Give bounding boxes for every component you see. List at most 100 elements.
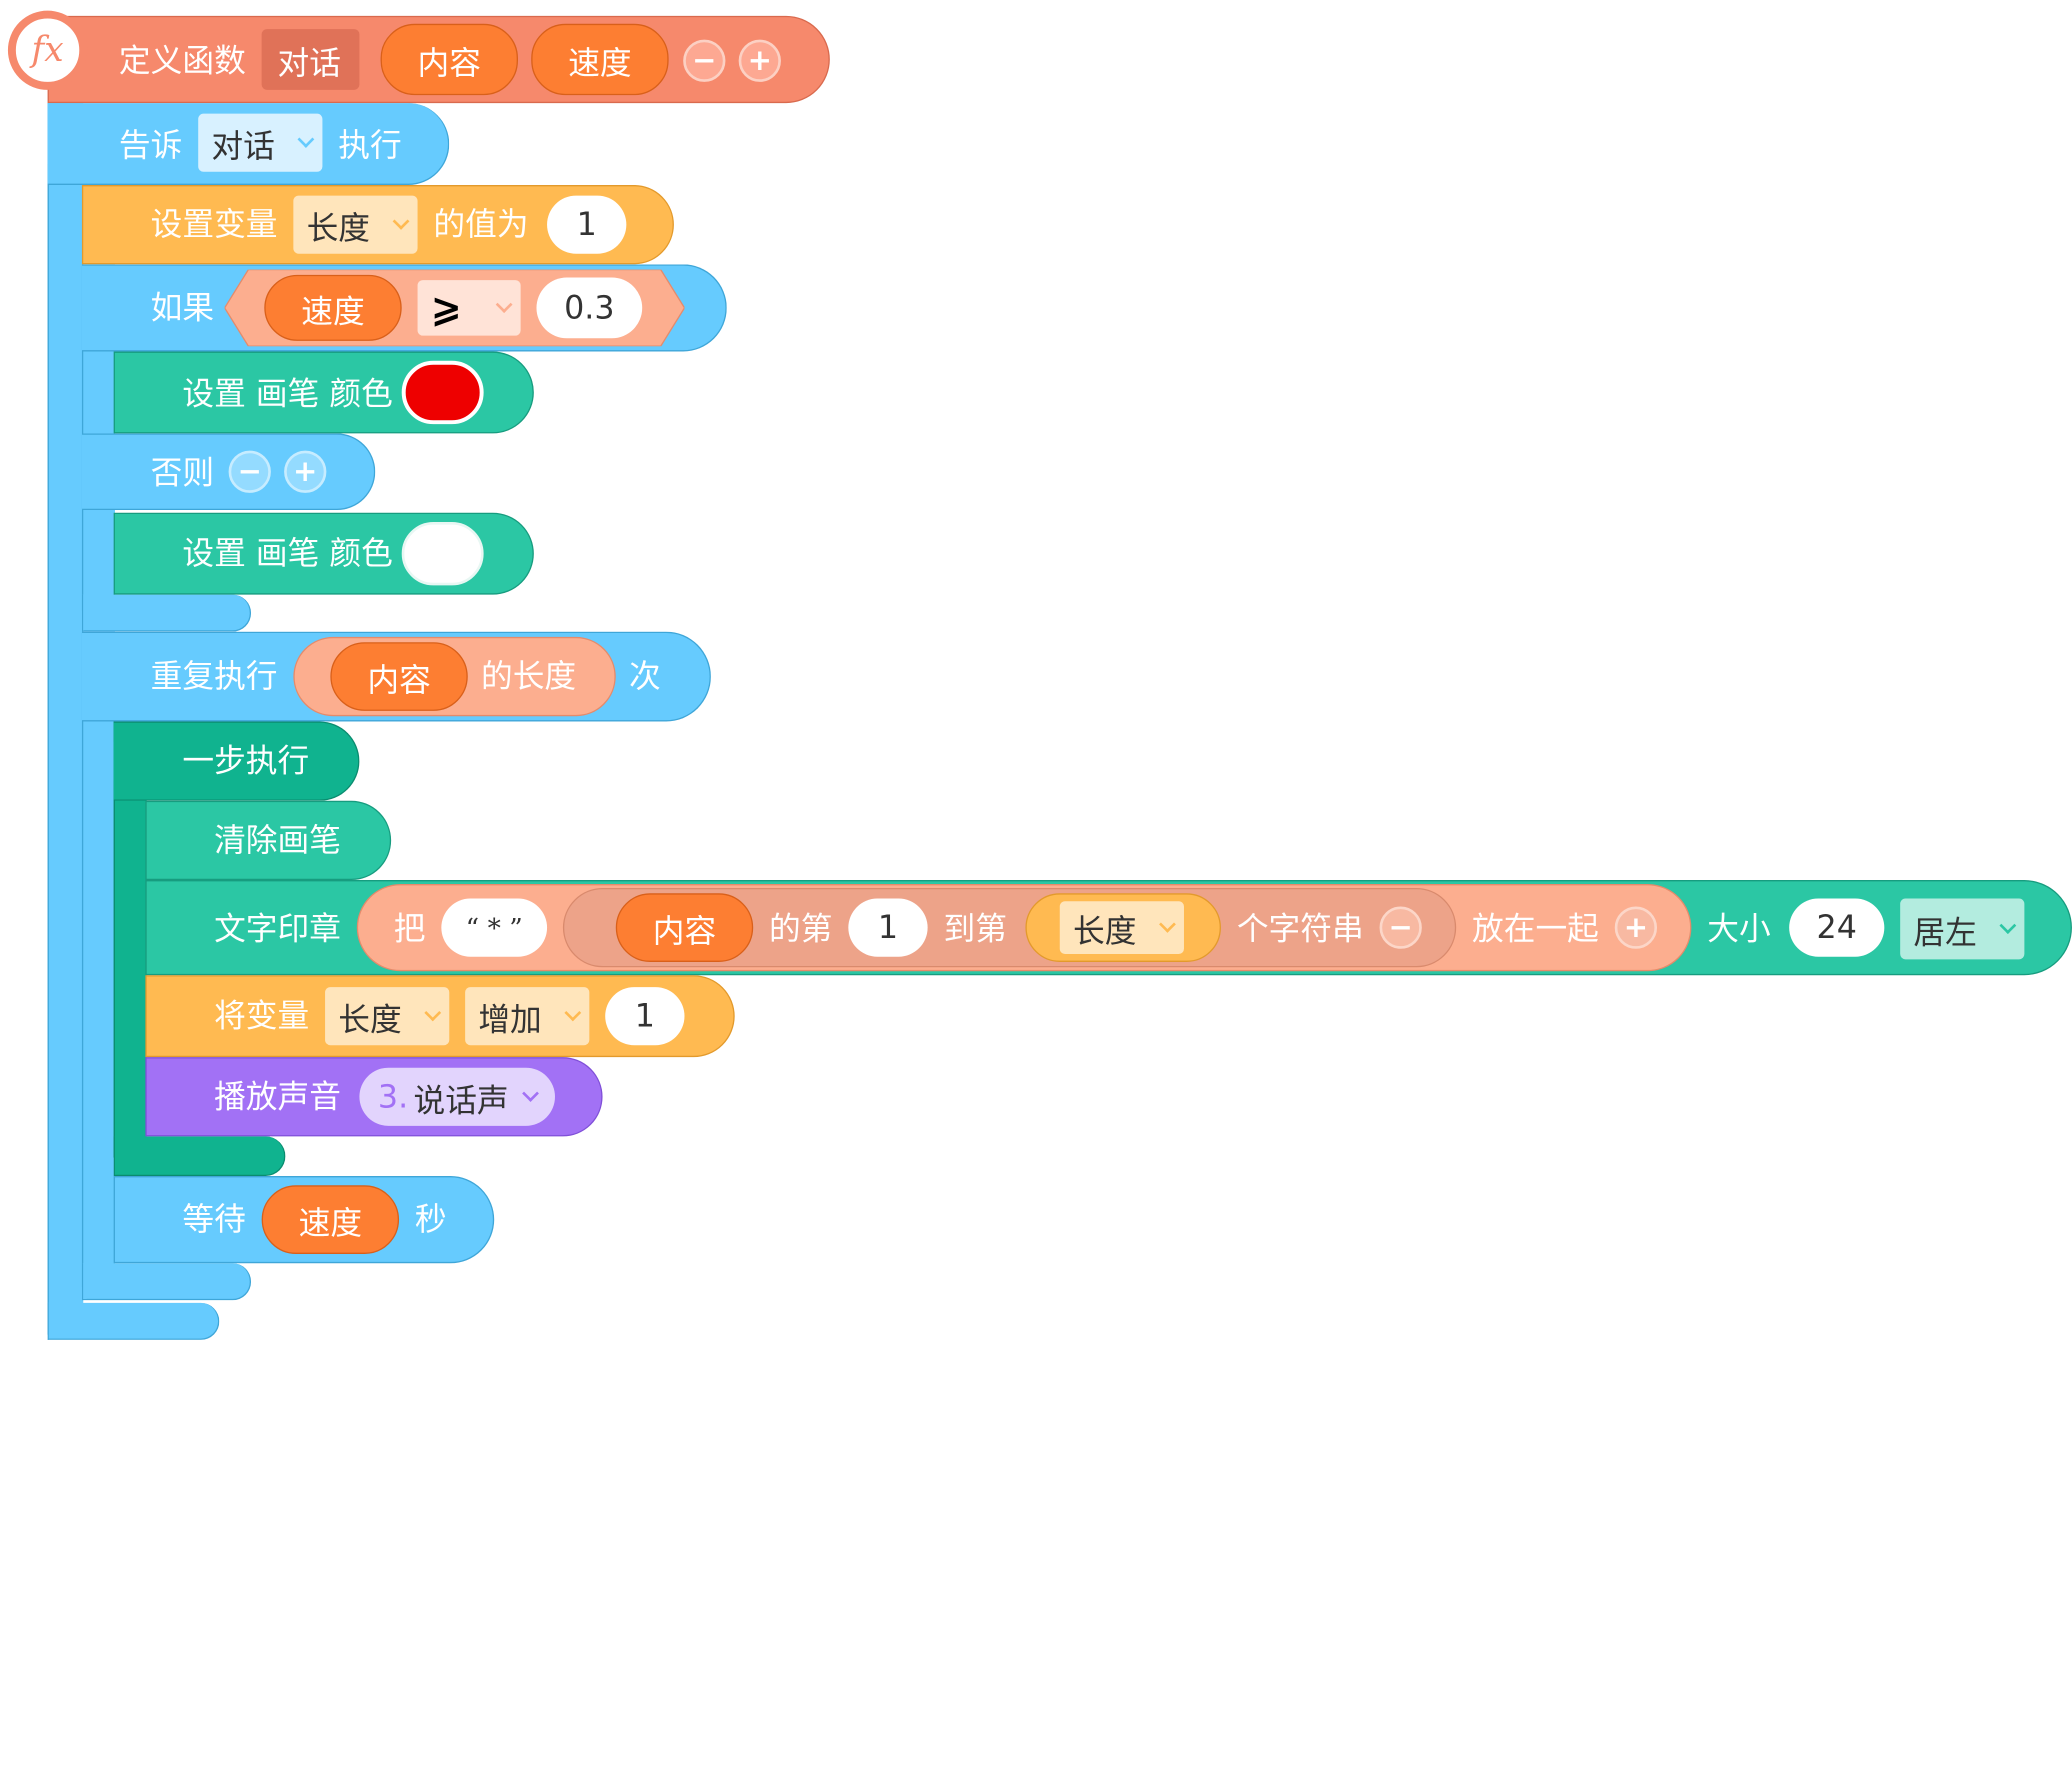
substring-dao-label: 到第 [943,910,1007,948]
wait-suffix: 秒 [414,1201,447,1239]
chevron-down-icon [1159,915,1176,933]
else-add-icon: + [293,455,318,489]
substring-content-text: 内容 [652,912,717,950]
wait-value-param[interactable]: 速度 [261,1185,400,1255]
stamp-size-label: 大小 [1707,910,1771,948]
set-variable-middle: 的值为 [433,206,529,244]
tell-target-dropdown[interactable]: 对话 [198,113,323,172]
chevron-down-icon [564,1004,582,1022]
else-label: 否则 [150,454,215,492]
change-op-dropdown[interactable]: 增加 [465,987,590,1046]
tell-block-arm [47,103,84,1335]
stamp-size-text: 24 [1816,909,1857,947]
chevron-down-icon [392,212,410,230]
join-add-button[interactable]: + [1614,906,1658,949]
repeat-block-bottom [81,1263,252,1301]
chevron-down-icon [297,130,315,148]
substring-from-text: 1 [877,909,899,947]
chevron-down-icon [522,1085,539,1102]
function-name-text: 对话 [277,44,341,82]
repeat-label: 重复执行 [150,658,278,696]
tell-suffix: 执行 [338,126,402,164]
length-label: 的长度 [480,658,577,696]
set-variable-value-text: 1 [576,206,597,244]
stamp-align-dropdown[interactable]: 居左 [1900,898,2025,960]
substring-remove-button[interactable]: − [1379,906,1422,949]
function-icon: fx [7,10,88,90]
operator-text: ⩾ [430,286,462,330]
repeat-suffix: 次 [628,658,661,696]
substring-label: 个字符串 [1236,910,1364,948]
substring-di-label: 的第 [769,910,833,948]
sound-dropdown[interactable]: 3. 说话声 [359,1067,555,1126]
change-variable-label: 将变量 [214,997,310,1035]
color-swatch-red[interactable] [401,360,484,425]
set-pen-color-label: 设置 画笔 颜色 [182,535,393,573]
text-stamp-label: 文字印章 [214,910,341,948]
join-add-icon: + [1623,911,1649,945]
step-block[interactable] [113,721,360,801]
change-value-text: 1 [634,997,655,1035]
param-speed[interactable]: 速度 [531,23,669,96]
tell-block-bottom [47,1302,220,1340]
tell-label: 告诉 [118,126,183,164]
quote-string-text: “ * ” [465,911,523,944]
function-name-field[interactable]: 对话 [261,29,360,90]
color-swatch-white[interactable] [401,521,484,586]
quote-string-input[interactable]: “ * ” [441,898,548,957]
change-value-input[interactable]: 1 [605,987,685,1046]
stamp-align-text: 居左 [1913,913,1977,951]
remove-param-button[interactable]: − [683,39,726,82]
play-sound-label: 播放声音 [214,1078,341,1116]
clear-pen-block[interactable] [145,800,392,881]
substring-remove-icon: − [1388,911,1413,945]
condition-left-text: 速度 [301,292,365,330]
add-param-icon: + [747,44,772,78]
chevron-down-icon [1999,917,2017,935]
clear-pen-label: 清除画笔 [214,821,341,859]
condition-right-text: 0.3 [564,289,615,327]
chevron-down-icon [424,1004,442,1022]
step-block-bottom [113,1136,286,1177]
substring-to-dropdown[interactable]: 长度 [1059,901,1184,955]
param-content[interactable]: 内容 [380,23,518,96]
sound-name: 说话声 [413,1081,509,1119]
join-ba-label: 把 [393,910,426,948]
param-content-text: 内容 [417,44,481,82]
else-remove-button[interactable]: − [228,450,271,493]
remove-param-icon: − [692,44,717,78]
tell-target-text: 对话 [211,127,275,165]
else-add-button[interactable]: + [284,450,327,493]
function-icon-text: fx [31,30,64,71]
set-variable-var-text: 长度 [306,209,370,247]
param-speed-text: 速度 [568,44,632,82]
condition-left-param[interactable]: 速度 [264,274,402,341]
length-item-text: 内容 [367,661,431,699]
set-variable-label: 设置变量 [150,206,278,244]
else-remove-icon: − [237,455,262,489]
length-item-param[interactable]: 内容 [330,642,468,711]
wait-label: 等待 [182,1201,246,1239]
change-variable-dropdown[interactable]: 长度 [325,987,450,1046]
repeat-block-arm [81,631,115,1288]
operator-dropdown[interactable]: ⩾ [417,280,521,336]
step-label: 一步执行 [182,742,310,780]
join-label: 放在一起 [1472,910,1599,948]
add-param-button[interactable]: + [738,39,781,82]
change-variable-var-text: 长度 [338,1000,402,1038]
substring-content-param[interactable]: 内容 [615,893,754,962]
set-variable-value-input[interactable]: 1 [547,195,627,254]
condition-right-input[interactable]: 0.3 [536,277,643,339]
stamp-size-input[interactable]: 24 [1789,898,1885,957]
wait-value-text: 速度 [298,1204,363,1242]
set-pen-color-label: 设置 画笔 颜色 [182,375,393,413]
if-block-bottom [81,594,252,632]
substring-from-input[interactable]: 1 [848,898,928,957]
substring-to-text: 长度 [1072,912,1137,950]
set-variable-dropdown[interactable]: 长度 [293,195,418,254]
define-label: 定义函数 [118,42,246,80]
sound-number: 3. [377,1078,409,1116]
chevron-down-icon [495,296,513,313]
if-label: 如果 [150,289,215,327]
